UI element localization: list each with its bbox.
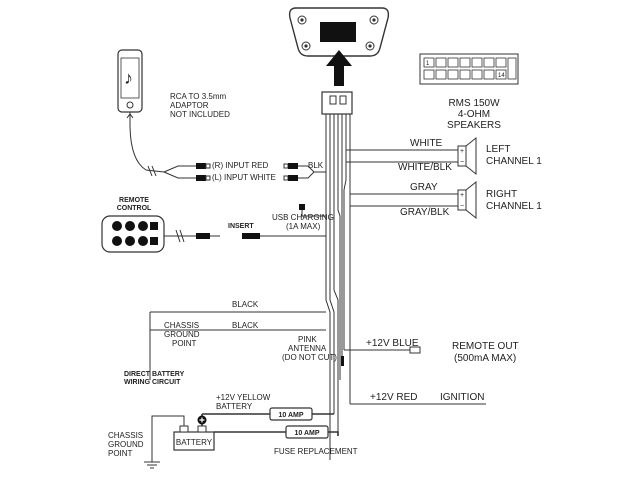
left-speaker-minus: − xyxy=(460,159,464,166)
battery-label: BATTERY xyxy=(176,438,213,447)
pink-antenna-label-1: PINK xyxy=(298,335,317,344)
speaker-wires xyxy=(346,149,458,207)
rca-adaptor-label-3: NOT INCLUDED xyxy=(170,110,230,119)
right-speaker-plus: + xyxy=(460,192,464,199)
right-channel-label: RIGHT xyxy=(486,189,517,200)
chassis-ground-top-label-2: GROUND xyxy=(164,330,200,339)
red-12v-label: +12V RED xyxy=(370,392,418,403)
ground-wires xyxy=(149,311,326,380)
rca-adaptor-label-2: ADAPTOR xyxy=(170,101,209,110)
usb-charging-label: USB CHARGING xyxy=(272,213,334,222)
fuse-10a-bottom-label: 10 AMP xyxy=(294,430,319,437)
remote-out-max-label: (500mA MAX) xyxy=(454,353,516,364)
black-wire-label-1: BLACK xyxy=(232,300,259,309)
direct-battery-label-1: DIRECT BATTERY xyxy=(124,371,185,378)
usb-charging-max-label: (1A MAX) xyxy=(286,222,321,231)
chassis-ground-top-label-3: POINT xyxy=(172,339,197,348)
remote-cable xyxy=(164,229,326,243)
gray-blk-wire-label: GRAY/BLK xyxy=(400,207,450,218)
left-channel-label: LEFT xyxy=(486,144,510,155)
chassis-ground-top-label-1: CHASSIS xyxy=(164,321,199,330)
rca-cable xyxy=(129,123,211,181)
right-channel-number: CHANNEL 1 xyxy=(486,201,542,212)
chassis-ground-bottom-label-2: GROUND xyxy=(108,440,144,449)
main-harness-connector xyxy=(321,91,353,126)
pink-antenna-label-2: ANTENNA xyxy=(288,344,327,353)
ignition-label: IGNITION xyxy=(440,392,484,403)
music-note-icon: ♪ xyxy=(124,68,133,88)
head-unit-icon xyxy=(288,7,390,57)
left-channel-number: CHANNEL 1 xyxy=(486,156,542,167)
right-speaker-minus: − xyxy=(460,203,464,210)
gray-wire-label: GRAY xyxy=(410,182,438,193)
battery-icon: BATTERY xyxy=(173,415,215,451)
rms-label: RMS 150W xyxy=(448,98,500,109)
antenna-plug xyxy=(341,356,344,366)
direct-battery-label-2: WIRING CIRCUIT xyxy=(124,379,181,386)
insert-arrow-icon xyxy=(326,50,352,86)
pin-14-label: 14 xyxy=(498,73,505,79)
fuse-10a-top: 10 AMP xyxy=(269,407,313,421)
harness-trunk xyxy=(325,122,351,460)
yellow-12v-label-2: BATTERY xyxy=(216,402,253,411)
left-speaker-plus: + xyxy=(460,148,464,155)
chassis-ground-bottom-label-3: POINT xyxy=(108,449,133,458)
remote-out-label: REMOTE OUT xyxy=(452,341,519,352)
white-blk-wire-label: WHITE/BLK xyxy=(398,162,452,173)
fuse-replacement-label: FUSE REPLACEMENT xyxy=(274,447,358,456)
yellow-12v-label-1: +12V YELLOW xyxy=(216,393,271,402)
remote-control-label-2: CONTROL xyxy=(117,205,152,212)
rca-input-plugs xyxy=(283,163,326,181)
fuse-10a-top-label: 10 AMP xyxy=(278,412,303,419)
ground-icon xyxy=(144,415,185,469)
remote-out-plug xyxy=(409,346,421,354)
pink-antenna-label-3: (DO NOT CUT) xyxy=(282,353,337,362)
pin-1-label: 1 xyxy=(426,61,430,67)
blk-wire-label: BLK xyxy=(308,161,324,170)
ohm-label: 4-OHM xyxy=(458,109,490,120)
usb-charging-port xyxy=(299,204,326,217)
white-wire-label: WHITE xyxy=(410,138,443,149)
smartphone-icon: ♪ xyxy=(117,49,143,113)
rca-adaptor-label-1: RCA TO 3.5mm xyxy=(170,92,227,101)
blue-12v-label: +12V BLUE xyxy=(366,338,419,349)
chassis-ground-bottom-label-1: CHASSIS xyxy=(108,431,143,440)
fuse-10a-bottom: 10 AMP xyxy=(285,425,329,439)
remote-control-icon xyxy=(101,215,165,253)
speakers-label: SPEAKERS xyxy=(447,120,501,131)
black-wire-label-2: BLACK xyxy=(232,321,259,330)
insert-label: INSERT xyxy=(228,223,254,230)
speaker-icon: + − xyxy=(457,180,477,220)
input-red-label: (R) INPUT RED xyxy=(212,161,269,170)
pin-connector-14: 1 14 xyxy=(419,53,519,85)
input-white-label: (L) INPUT WHITE xyxy=(212,173,276,182)
speaker-icon: + − xyxy=(457,136,477,176)
remote-control-label-1: REMOTE xyxy=(119,197,149,204)
